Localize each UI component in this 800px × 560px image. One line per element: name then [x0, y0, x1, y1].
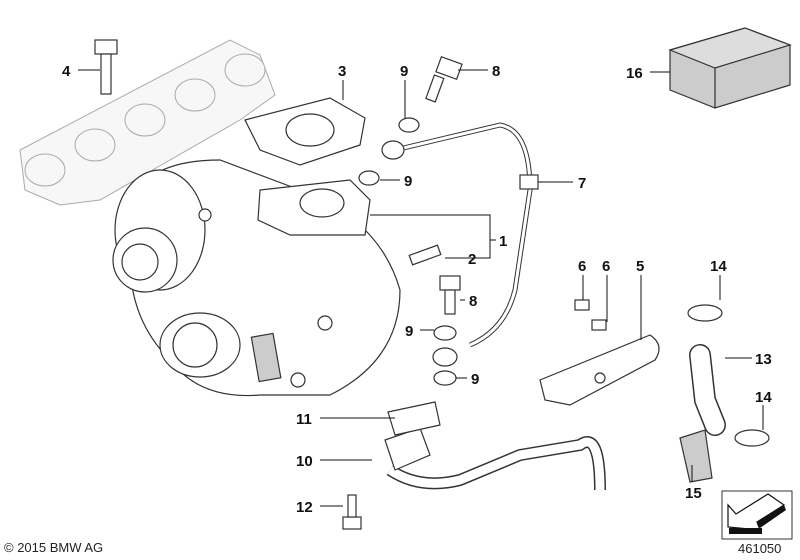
callout-9d: 9: [471, 371, 479, 388]
banjo-bolts-and-washers: [358, 55, 463, 386]
arrow-down-left-icon: [721, 490, 793, 540]
callout-12: 12: [296, 499, 313, 516]
diagram-number: 461050: [738, 541, 782, 556]
bolt-12: [342, 494, 362, 530]
leader-lines: [78, 69, 764, 507]
callout-6b: 6: [602, 258, 610, 275]
copyright: © 2015 BMW AG: [4, 540, 104, 555]
exhaust-manifold: [19, 39, 276, 206]
callout-8a: 8: [492, 63, 500, 80]
callout-labels: 1 2 3 4 5 6 6 7 8 8 9 9 9 9 10 11 12 13 …: [62, 63, 772, 516]
turbocharger: [112, 159, 401, 397]
callout-8b: 8: [469, 293, 477, 310]
bracket-5: [539, 299, 660, 406]
oil-feed-line-7: [394, 122, 539, 348]
callout-6a: 6: [578, 258, 586, 275]
oil-return-pipe: [384, 401, 606, 491]
bolt-4: [94, 39, 118, 95]
stud-2: [408, 244, 442, 266]
callout-13: 13: [755, 351, 772, 368]
gasket-3: [244, 97, 366, 166]
callout-7: 7: [578, 175, 586, 192]
callout-9b: 9: [404, 173, 412, 190]
callout-1: 1: [499, 233, 507, 250]
callout-4: 4: [62, 63, 71, 80]
callout-14b: 14: [755, 389, 772, 406]
hose-13: [679, 304, 770, 483]
callout-2: 2: [468, 251, 476, 268]
callout-5: 5: [636, 258, 644, 275]
box-16: [668, 27, 792, 109]
callout-9c: 9: [405, 323, 413, 340]
callout-14a: 14: [710, 258, 727, 275]
callout-11: 11: [296, 411, 312, 428]
callout-3: 3: [338, 63, 346, 80]
callout-9a: 9: [400, 63, 408, 80]
callout-10: 10: [296, 453, 313, 470]
callout-15: 15: [685, 485, 702, 502]
callout-16: 16: [626, 65, 643, 82]
